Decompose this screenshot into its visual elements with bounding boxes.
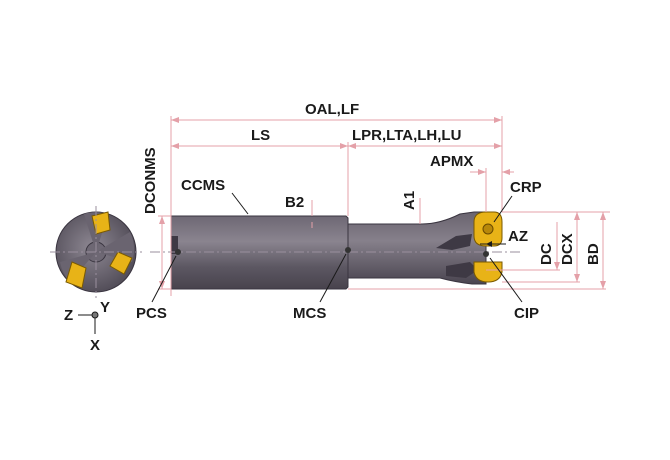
apmx-arrow-left [478,169,486,175]
bd-arrow-top [600,212,606,220]
cip-label: CIP [514,305,539,322]
dc-arrow [554,262,560,270]
ls-arrow-left [171,143,179,149]
crp-label: CRP [510,179,542,196]
axis-marker: Z Y X [64,299,110,354]
pcs-point [175,249,181,255]
oal-arrow-right [494,117,502,123]
ccms-leader [231,192,249,215]
lpr-arrow-left [348,143,356,149]
axis-y-label: Y [100,299,110,316]
b2-label: B2 [285,194,304,211]
dconms-arrow-bottom [159,281,165,289]
az-arrow [486,241,492,247]
callouts: CCMS CRP AZ PCS MCS CIP [136,177,542,322]
axis-x-label: X [90,337,100,354]
oal-label: OAL,LF [305,101,359,118]
dcx-arrow-top [574,212,580,220]
crp-leader [493,195,513,223]
pcs-leader [151,255,177,303]
mcs-label: MCS [293,305,326,322]
lpr-arrow-right [494,143,502,149]
bd-arrow-bottom [600,281,606,289]
upper-insert-screw-icon [482,223,494,235]
shank-end-flat [171,236,178,254]
ccms-label: CCMS [181,177,225,194]
chip-pocket [436,234,472,250]
axis-origin-icon [91,311,99,319]
dimensions: OAL,LF LS LPR,LTA,LH,LU APMX DCONMS DC [142,101,610,296]
lpr-label: LPR,LTA,LH,LU [352,127,461,144]
ls-arrow-right [340,143,348,149]
a1-label: A1 [401,191,418,210]
chip-pocket-lower [446,262,478,278]
cip-point [483,251,489,257]
end-view-insert [65,261,87,289]
tool-side-view [150,211,520,290]
dc-label: DC [538,243,555,265]
ls-label: LS [251,127,270,144]
dcx-arrow-bottom [574,274,580,282]
pcs-label: PCS [136,305,167,322]
cip-leader [489,257,523,303]
apmx-label: APMX [430,153,473,170]
dconms-arrow-top [159,216,165,224]
bd-label: BD [585,243,602,265]
oal-arrow-left [171,117,179,123]
mcs-point [345,247,351,253]
mcs-leader [319,253,347,303]
end-view [50,206,142,298]
dcx-label: DCX [559,233,576,265]
end-view-insert [109,251,133,275]
apmx-arrow-right [502,169,510,175]
az-label: AZ [508,228,528,245]
dconms-label: DCONMS [142,147,159,214]
lower-insert [473,261,503,283]
axis-z-label: Z [64,307,73,324]
